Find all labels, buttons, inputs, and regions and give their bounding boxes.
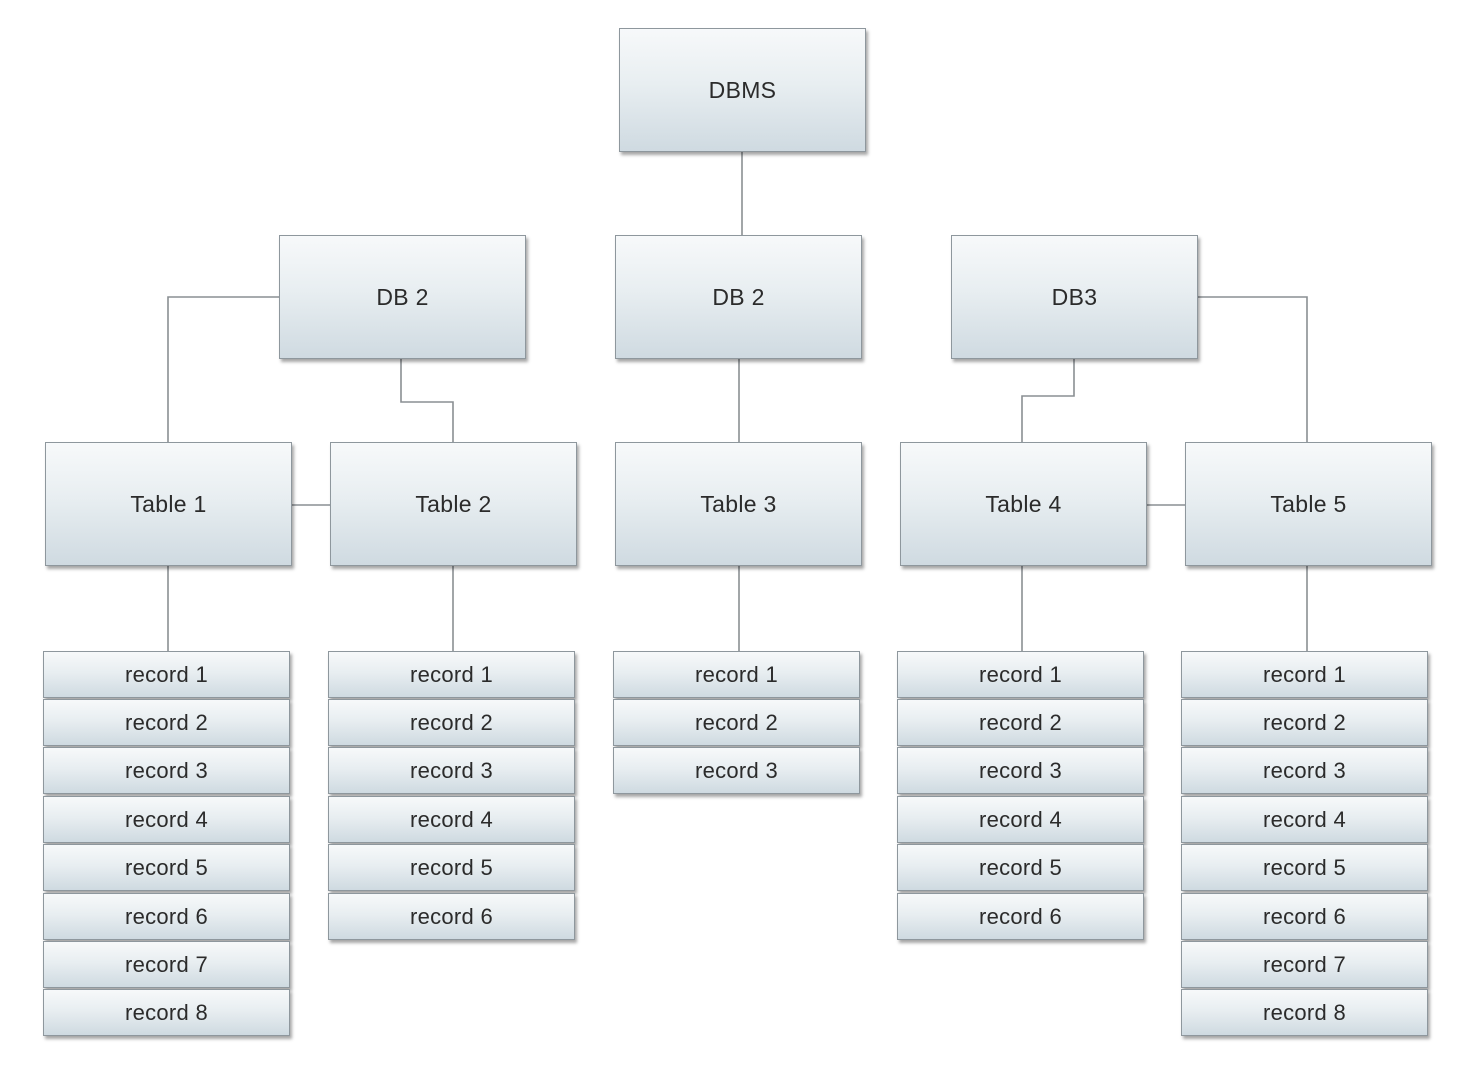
record-label: record 7	[1262, 951, 1347, 977]
record-label: record 1	[124, 661, 209, 687]
record-table1-4: record 4	[43, 796, 290, 843]
record-label: record 1	[978, 661, 1063, 687]
database-node-db2-left: DB 2	[279, 235, 526, 359]
connector-db2-left-table2	[400, 358, 454, 442]
table-label: Table 3	[700, 490, 777, 517]
record-table4-4: record 4	[897, 796, 1144, 843]
table-node-5: Table 5	[1185, 442, 1432, 566]
database-label: DB 2	[376, 283, 429, 310]
record-label: record 5	[978, 854, 1063, 880]
record-label: record 2	[409, 709, 494, 735]
record-label: record 2	[1262, 709, 1347, 735]
record-table1-3: record 3	[43, 747, 290, 794]
record-label: record 1	[1262, 661, 1347, 687]
record-label: record 8	[124, 999, 209, 1025]
record-table5-3: record 3	[1181, 747, 1428, 794]
record-label: record 3	[124, 757, 209, 783]
record-table1-5: record 5	[43, 844, 290, 891]
record-label: record 7	[124, 951, 209, 977]
table-node-1: Table 1	[45, 442, 292, 566]
connector-db3-table5	[1198, 296, 1308, 442]
record-label: record 1	[694, 661, 779, 687]
record-label: record 1	[409, 661, 494, 687]
record-label: record 8	[1262, 999, 1347, 1025]
record-table5-8: record 8	[1181, 989, 1428, 1036]
record-table2-6: record 6	[328, 893, 575, 940]
record-label: record 4	[409, 806, 494, 832]
record-table5-4: record 4	[1181, 796, 1428, 843]
table-label: Table 5	[1270, 490, 1347, 517]
record-table3-1: record 1	[613, 651, 860, 698]
record-label: record 2	[124, 709, 209, 735]
record-label: record 6	[1262, 903, 1347, 929]
record-table2-1: record 1	[328, 651, 575, 698]
record-label: record 2	[694, 709, 779, 735]
record-label: record 2	[978, 709, 1063, 735]
dbms-node: DBMS	[619, 28, 866, 152]
record-label: record 5	[1262, 854, 1347, 880]
table-label: Table 1	[130, 490, 207, 517]
record-table5-6: record 6	[1181, 893, 1428, 940]
dbms-label: DBMS	[708, 76, 777, 103]
record-table4-2: record 2	[897, 699, 1144, 746]
record-table1-7: record 7	[43, 941, 290, 988]
record-table1-2: record 2	[43, 699, 290, 746]
record-table1-8: record 8	[43, 989, 290, 1036]
table-node-4: Table 4	[900, 442, 1147, 566]
record-label: record 3	[978, 757, 1063, 783]
connector-db2-left-table1	[167, 296, 279, 442]
record-table5-1: record 1	[1181, 651, 1428, 698]
table-node-2: Table 2	[330, 442, 577, 566]
record-label: record 4	[1262, 806, 1347, 832]
record-table4-1: record 1	[897, 651, 1144, 698]
record-table1-6: record 6	[43, 893, 290, 940]
record-label: record 6	[409, 903, 494, 929]
record-label: record 4	[978, 806, 1063, 832]
record-table2-4: record 4	[328, 796, 575, 843]
record-table4-5: record 5	[897, 844, 1144, 891]
record-label: record 5	[124, 854, 209, 880]
record-table3-2: record 2	[613, 699, 860, 746]
connector-db3-table4	[1021, 358, 1075, 442]
record-table2-3: record 3	[328, 747, 575, 794]
table-label: Table 4	[985, 490, 1062, 517]
record-table2-5: record 5	[328, 844, 575, 891]
record-table5-2: record 2	[1181, 699, 1428, 746]
database-label: DB 2	[712, 283, 765, 310]
database-label: DB3	[1051, 283, 1098, 310]
record-label: record 3	[409, 757, 494, 783]
record-label: record 4	[124, 806, 209, 832]
database-node-db3: DB3	[951, 235, 1198, 359]
record-label: record 3	[694, 757, 779, 783]
record-table2-2: record 2	[328, 699, 575, 746]
record-table4-6: record 6	[897, 893, 1144, 940]
record-table3-3: record 3	[613, 747, 860, 794]
table-node-3: Table 3	[615, 442, 862, 566]
record-label: record 5	[409, 854, 494, 880]
record-table1-1: record 1	[43, 651, 290, 698]
table-label: Table 2	[415, 490, 492, 517]
record-table4-3: record 3	[897, 747, 1144, 794]
database-node-db2-middle: DB 2	[615, 235, 862, 359]
record-label: record 6	[124, 903, 209, 929]
record-table5-7: record 7	[1181, 941, 1428, 988]
record-label: record 6	[978, 903, 1063, 929]
record-label: record 3	[1262, 757, 1347, 783]
record-table5-5: record 5	[1181, 844, 1428, 891]
